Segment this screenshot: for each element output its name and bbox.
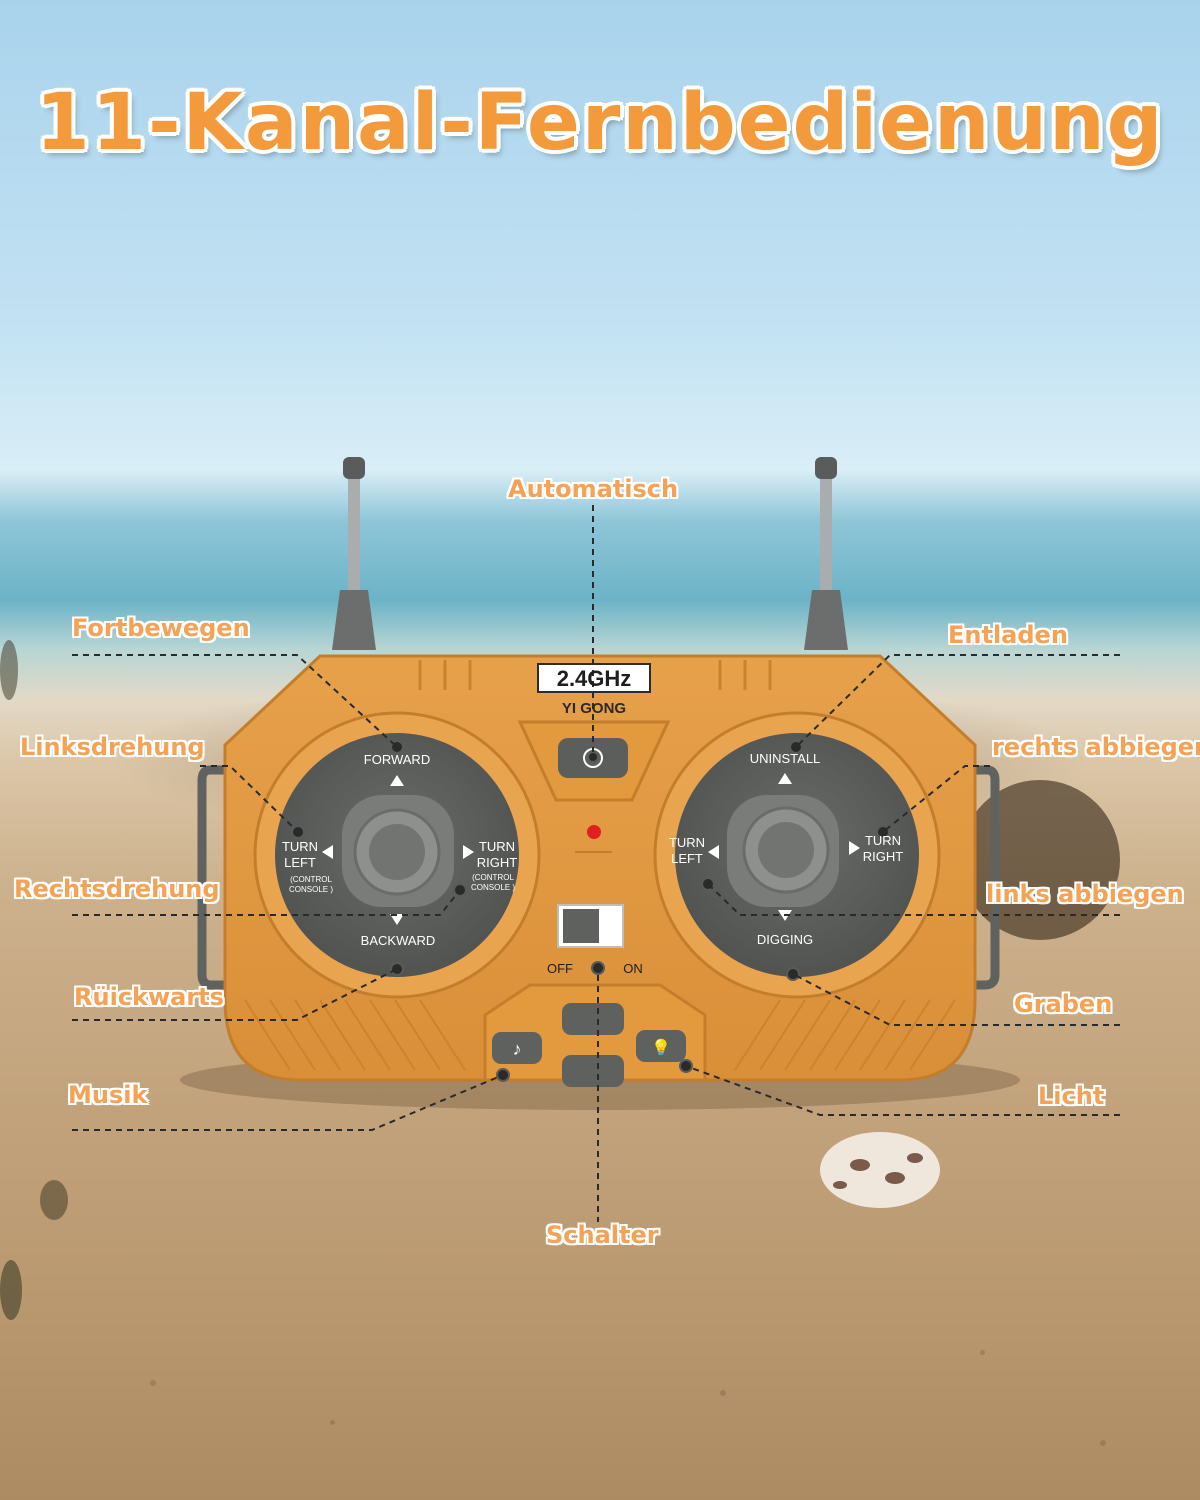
callout-automatisch: Automatisch (508, 475, 679, 503)
callout-licht: Licht (1038, 1082, 1105, 1110)
r-right-turn-label-2: RIGHT (863, 849, 904, 864)
status-led (587, 825, 601, 839)
lightbulb-icon: 💡 (651, 1038, 671, 1057)
right-note-2: CONSOLE ) (471, 883, 515, 892)
light-button[interactable] (636, 1030, 686, 1062)
callout-links-abbiegen: links abbiegen (986, 880, 1184, 908)
seashell (820, 1132, 940, 1208)
uninstall-label: UNINSTALL (750, 751, 821, 766)
r-left-turn-label-1: TURN (669, 835, 705, 850)
right-turn-label-2: RIGHT (477, 855, 518, 870)
callout-schalter: Schalter (546, 1221, 659, 1249)
callout-rueckwarts: Rüickwarts (74, 983, 224, 1011)
forward-label: FORWARD (364, 752, 430, 767)
callout-rechts-abbiegen: rechts abbiegen (992, 733, 1200, 761)
left-antenna (332, 457, 376, 650)
brand-name: YI GONG (562, 700, 626, 717)
switch-off-label: OFF (547, 961, 573, 976)
right-antenna (804, 457, 848, 650)
left-turn-label-2: LEFT (284, 855, 316, 870)
up-button[interactable] (562, 1003, 624, 1035)
down-button[interactable] (562, 1055, 624, 1087)
right-joystick[interactable] (727, 795, 839, 907)
backward-label: BACKWARD (361, 933, 436, 948)
frequency-label: 2.4GHz (557, 666, 632, 691)
music-button[interactable] (492, 1032, 542, 1064)
callout-fortbewegen: Fortbewegen (72, 614, 250, 642)
callout-linksdrehung: Linksdrehung (20, 733, 205, 761)
left-joystick[interactable] (342, 795, 454, 907)
r-left-turn-label-2: LEFT (671, 851, 703, 866)
right-note-1: (CONTROL (472, 873, 514, 882)
left-turn-label-1: TURN (282, 839, 318, 854)
switch-on-label: ON (623, 961, 643, 976)
callout-lines (72, 505, 1120, 1222)
right-turn-label-1: TURN (479, 839, 515, 854)
r-right-turn-label-1: TURN (865, 833, 901, 848)
left-note-1: (CONTROL (290, 875, 332, 884)
callout-rechtsdrehung: Rechtsdrehung (14, 875, 220, 903)
left-note-2: CONSOLE ) (289, 885, 333, 894)
digging-label: DIGGING (757, 932, 813, 947)
callout-graben: Graben (1014, 990, 1113, 1018)
callout-entladen: Entladen (948, 621, 1068, 649)
page-title: 11-Kanal-Fernbedienung (35, 78, 1165, 168)
power-switch[interactable] (563, 909, 599, 943)
music-icon: ♪ (513, 1039, 522, 1059)
callout-musik: Musik (68, 1081, 148, 1109)
